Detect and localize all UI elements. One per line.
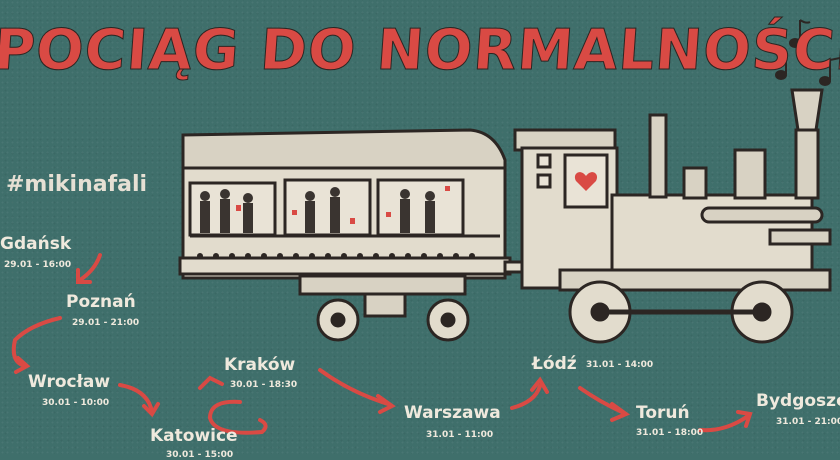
stop-city-poznan: Poznań [66, 292, 136, 312]
hashtag-label: #mikinafali [6, 172, 148, 197]
stop-time-bydgoszcz: 31.01 - 21:00 [776, 417, 840, 427]
stop-city-katowice: Katowice [150, 426, 238, 446]
stop-city-warszawa: Warszawa [404, 403, 501, 423]
stop-city-wroclaw: Wrocław [28, 372, 111, 392]
stop-time-torun: 31.01 - 18:00 [636, 428, 704, 438]
page-title: POCIĄG DO NORMALNOŚCI [0, 18, 840, 84]
route-arrows [11, 253, 753, 435]
train-locomotive [513, 88, 832, 344]
stop-city-bydgoszcz: Bydgoszcz [756, 391, 840, 411]
stop-city-krakow: Kraków [224, 355, 296, 375]
stop-time-krakow: 30.01 - 18:30 [230, 380, 298, 390]
stop-time-lodz: 31.01 - 14:00 [586, 360, 654, 370]
stop-time-gdansk: 29.01 - 16:00 [4, 260, 72, 270]
music-notes-icon [775, 19, 840, 86]
stop-city-torun: Toruń [636, 403, 690, 423]
train-carriage [178, 128, 512, 342]
stop-time-warszawa: 31.01 - 11:00 [426, 430, 494, 440]
heart-icon [574, 172, 598, 191]
stop-time-poznan: 29.01 - 21:00 [72, 318, 140, 328]
stop-city-lodz: Łódź [532, 354, 577, 374]
stop-time-katowice: 30.01 - 15:00 [166, 450, 234, 460]
stop-time-wroclaw: 30.01 - 10:00 [42, 398, 110, 408]
stop-city-gdansk: Gdańsk [0, 234, 72, 254]
